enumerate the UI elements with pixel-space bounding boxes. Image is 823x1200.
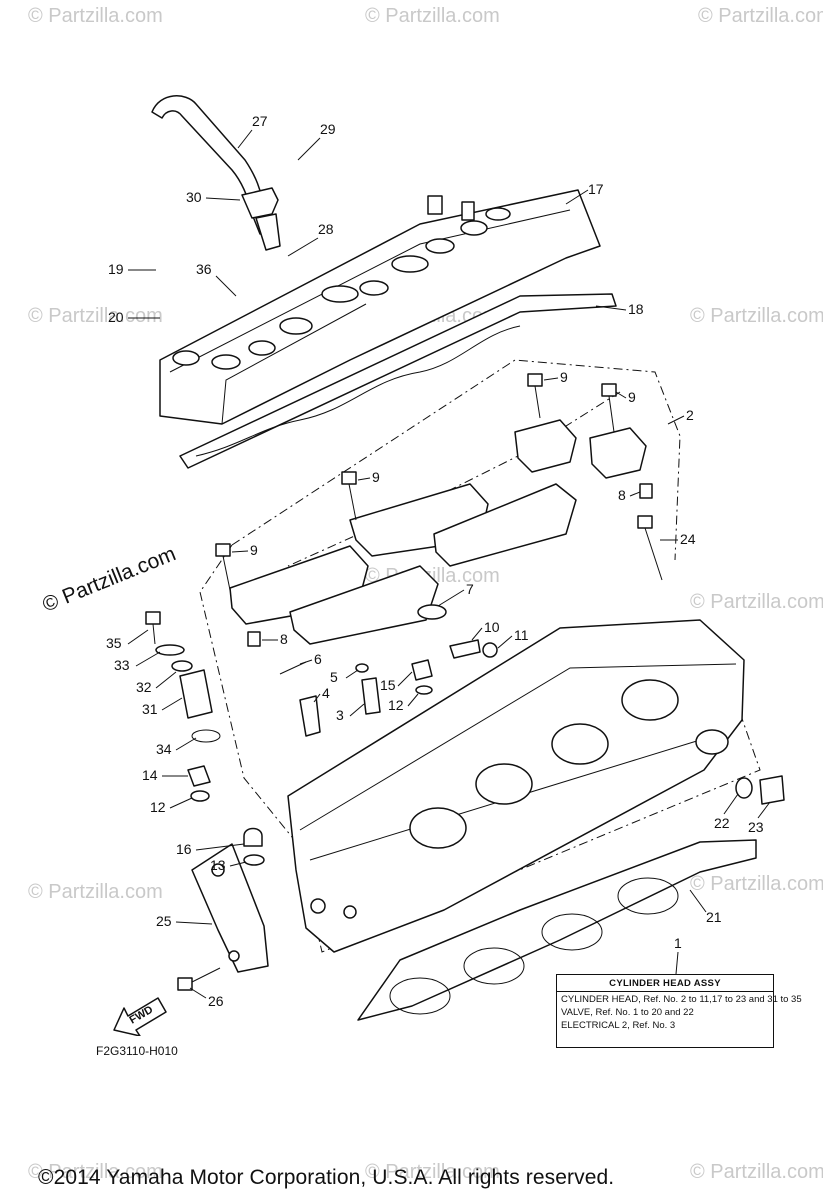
callout: 23 [748,819,764,835]
callout: 27 [252,113,268,129]
callout: 6 [314,651,322,667]
fwd-arrow-icon: FWD [113,997,167,1036]
callout: 19 [108,261,124,277]
valve-components [279,604,785,805]
callout: 29 [320,121,336,137]
callout: 20 [108,309,124,325]
valve-cover [159,189,601,425]
callout: 5 [330,669,338,685]
callout: 30 [186,189,202,205]
callout: 28 [318,221,334,237]
callout: 17 [588,181,604,197]
callout: 34 [156,741,172,757]
callout: 21 [706,909,722,925]
figure-code: F2G3110-H010 [96,1044,178,1058]
callout: 24 [680,531,696,547]
long-bolt [637,515,663,581]
breather-hose [151,95,281,251]
watermark: © Partzilla.com [28,305,163,327]
legend-box: CYLINDER HEAD ASSY CYLINDER HEAD, Ref. N… [556,974,802,1048]
watermark: © Partzilla.com [690,873,823,895]
engine-bracket [177,843,269,991]
callout: 2 [686,407,694,423]
legend-row: CYLINDER HEAD, Ref. No. 2 to 11,17 to 23… [561,994,802,1005]
callout: 9 [560,369,568,385]
callout: 32 [136,679,152,695]
callout: 36 [196,261,212,277]
callout: 4 [322,685,330,701]
callout: 22 [714,815,730,831]
legend-title: CYLINDER HEAD ASSY [557,975,773,992]
cylinder-head [287,619,745,953]
watermark: © Partzilla.com [28,1161,163,1183]
callout: 14 [142,767,158,783]
callout: 33 [114,657,130,673]
watermark: © Partzilla.com [28,5,163,27]
callout: 9 [372,469,380,485]
callout: 13 [210,857,226,873]
callout: 25 [156,913,172,929]
camshaft-caps [229,419,647,645]
callout: 31 [142,701,158,717]
callout: 3 [336,707,344,723]
callout: 12 [150,799,166,815]
callout: 9 [628,389,636,405]
callout: 35 [106,635,122,651]
watermark: © Partzilla.com [690,591,823,613]
callout: 18 [628,301,644,317]
callout: 16 [176,841,192,857]
callout: 12 [388,697,404,713]
cam-cap-bolts [215,373,617,591]
head-gasket [357,839,757,1021]
watermark: © Partzilla.com [690,1161,823,1183]
legend-row: VALVE, Ref. No. 1 to 20 and 22 [561,1007,694,1018]
callout-labels: 27 29 30 28 17 19 36 20 18 9 9 2 9 8 9 2… [106,113,771,1009]
watermark: © Partzilla.com [698,5,823,27]
callout: 10 [484,619,500,635]
callout: 15 [380,677,396,693]
callout: 7 [466,581,474,597]
watermark: © Partzilla.com [365,1161,500,1183]
callout: 8 [618,487,626,503]
callout: 11 [514,627,529,643]
callout: 8 [280,631,288,647]
watermark: © Partzilla.com [690,305,823,327]
watermark-rotated: © Partzilla.com [39,542,179,616]
callout: 9 [250,542,258,558]
callout: 1 [674,935,682,951]
legend-row: ELECTRICAL 2, Ref. No. 3 [561,1020,676,1031]
watermark: © Partzilla.com [28,881,163,903]
callout: 26 [208,993,224,1009]
valve-cover-gasket [179,293,617,469]
copyright-notice: ©2014 Yamaha Motor Corporation, U.S.A. A… [38,1166,615,1189]
watermark: © Partzilla.com [365,5,500,27]
small-components [145,483,653,866]
